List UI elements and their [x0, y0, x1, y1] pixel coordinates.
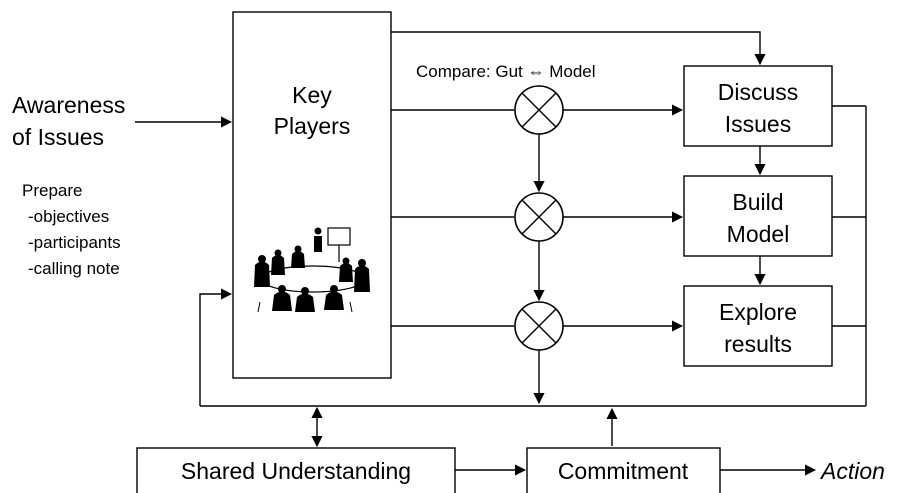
action-label: Action	[819, 458, 885, 484]
explore-label-line1: Explore	[719, 299, 797, 325]
discuss-label-line2: Issues	[725, 111, 791, 137]
key-players-label-line1: Key	[292, 82, 332, 108]
prepare-item-calling-note: -calling note	[28, 259, 120, 278]
key-players-label-line2: Players	[274, 113, 351, 139]
shared-understanding-box	[136, 447, 456, 493]
shared-understanding-label: Shared Understanding	[181, 458, 411, 484]
compare-label: Compare: Gut ⇔ Model	[416, 62, 596, 81]
prepare-item-participants: -participants	[28, 233, 121, 252]
commitment-box	[526, 447, 721, 493]
compare-node-3	[514, 301, 564, 351]
top-feed-arrow	[391, 31, 766, 66]
awareness-label-line1: Awareness	[12, 92, 125, 118]
meeting-illustration-icon	[254, 227, 370, 313]
key-players-box	[232, 11, 392, 379]
compare-node-2	[514, 192, 564, 242]
build-model-box	[683, 175, 833, 257]
prepare-title: Prepare	[22, 181, 82, 200]
explore-results-box	[683, 285, 833, 367]
build-label-line1: Build	[732, 189, 783, 215]
compare-node-1	[514, 85, 564, 135]
awareness-label-line2: of Issues	[12, 124, 104, 150]
build-label-line2: Model	[727, 221, 790, 247]
feedback-to-key-players-arrow	[199, 288, 233, 406]
discuss-label-line1: Discuss	[718, 79, 799, 105]
commitment-label: Commitment	[558, 458, 689, 484]
explore-label-line2: results	[724, 331, 792, 357]
discuss-issues-box	[683, 65, 833, 147]
prepare-item-objectives: -objectives	[28, 207, 109, 226]
